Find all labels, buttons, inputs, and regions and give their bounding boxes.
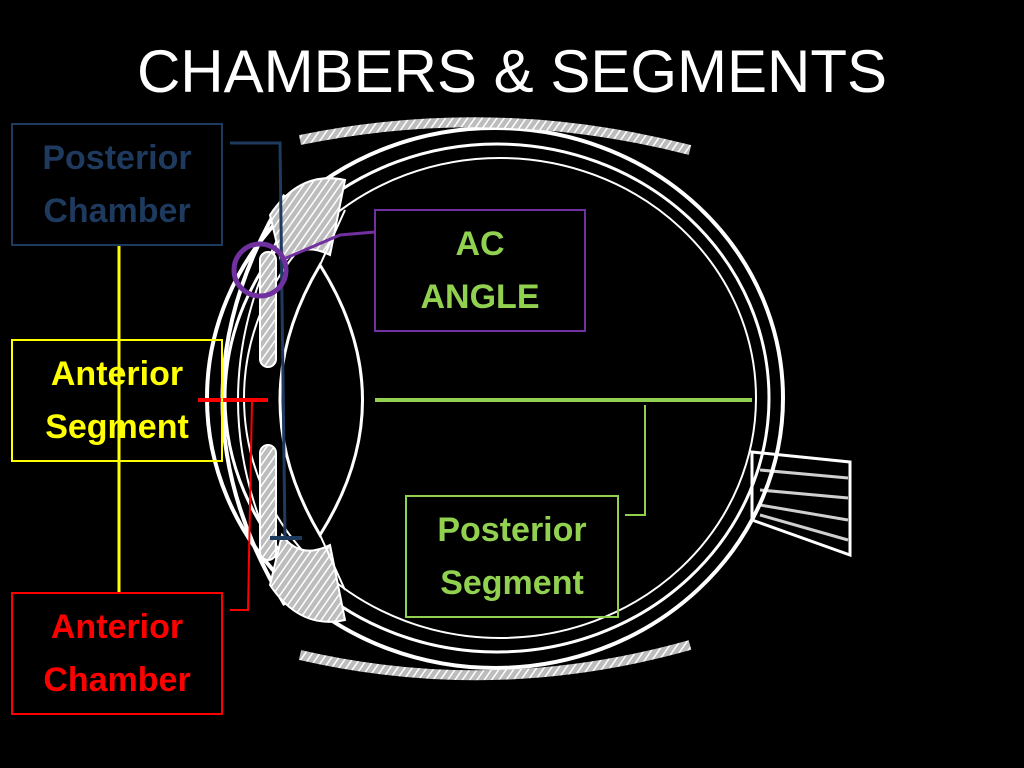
optic-nerve bbox=[750, 450, 852, 558]
posterior-segment-connector bbox=[625, 405, 646, 516]
anterior-chamber-line1: Anterior bbox=[50, 607, 184, 646]
posterior-chamber-line2: Chamber bbox=[43, 191, 191, 230]
anterior-segment-line1: Anterior bbox=[50, 354, 184, 393]
posterior-chamber-label: Posterior Chamber bbox=[11, 123, 223, 246]
ac-angle-line2: ANGLE bbox=[420, 277, 540, 316]
ac-angle-line1: AC bbox=[455, 224, 505, 263]
anterior-chamber-connector bbox=[230, 399, 253, 611]
anterior-chamber-label: Anterior Chamber bbox=[11, 592, 223, 715]
posterior-segment-line1: Posterior bbox=[437, 510, 587, 549]
ac-angle-circle bbox=[231, 241, 289, 299]
lens bbox=[278, 262, 364, 538]
anterior-segment-label: Anterior Segment bbox=[11, 339, 223, 462]
anterior-segment-line2: Segment bbox=[45, 407, 189, 446]
ciliary-body-lower bbox=[268, 532, 347, 623]
anterior-chamber-line2: Chamber bbox=[43, 660, 191, 699]
ac-angle-connector bbox=[285, 230, 376, 260]
slide-title: CHAMBERS & SEGMENTS bbox=[136, 38, 888, 105]
iris-upper bbox=[259, 251, 277, 368]
posterior-segment-label: Posterior Segment bbox=[405, 495, 619, 618]
posterior-chamber-line1: Posterior bbox=[42, 138, 192, 177]
posterior-segment-line2: Segment bbox=[440, 563, 584, 602]
posterior-chamber-bracket bbox=[230, 141, 287, 539]
iris-lower bbox=[259, 444, 277, 561]
ac-angle-label: AC ANGLE bbox=[374, 209, 586, 332]
